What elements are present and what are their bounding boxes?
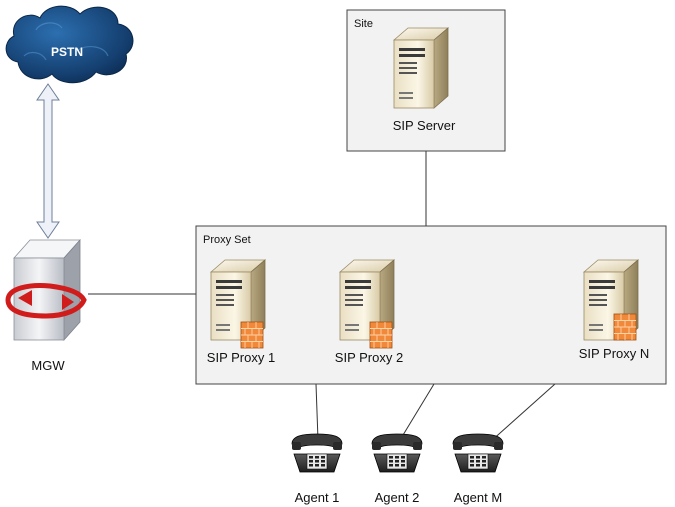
sip-proxy-1-icon	[210, 259, 266, 349]
sip-server-label: SIP Server	[393, 118, 456, 133]
sip-proxy-2-icon	[339, 259, 395, 349]
mgw-icon	[5, 238, 87, 342]
agent-1-phone-icon	[291, 433, 343, 473]
connection-lines	[88, 151, 556, 443]
proxy-set-title: Proxy Set	[203, 234, 251, 246]
site-title: Site	[354, 18, 373, 30]
proxyset-to-agent-2-link	[399, 383, 435, 441]
pstn-cloud-icon	[5, 5, 134, 84]
sip-proxy-1-label: SIP Proxy 1	[207, 350, 275, 365]
proxy-set-box: Proxy Set SIP Proxy 1 SIP Proxy 2 SIP Pr…	[195, 225, 667, 385]
agent-m-label: Agent M	[454, 490, 502, 505]
site-box: Site SIP Server	[346, 9, 506, 152]
sip-proxy-2-label: SIP Proxy 2	[335, 350, 403, 365]
agent-1-label: Agent 1	[295, 490, 340, 505]
sip-server-icon	[393, 27, 449, 109]
agent-m-phone-icon	[452, 433, 504, 473]
sip-proxy-n-icon	[583, 259, 639, 341]
pstn-label: PSTN	[51, 45, 83, 59]
sip-proxy-n-label: SIP Proxy N	[579, 346, 650, 361]
proxyset-to-agent-m-link	[489, 383, 556, 443]
pstn-mgw-double-arrow	[36, 83, 60, 239]
agent-2-phone-icon	[371, 433, 423, 473]
proxyset-to-agent-1-link	[315, 383, 319, 441]
agent-2-label: Agent 2	[375, 490, 420, 505]
mgw-label: MGW	[31, 358, 65, 373]
